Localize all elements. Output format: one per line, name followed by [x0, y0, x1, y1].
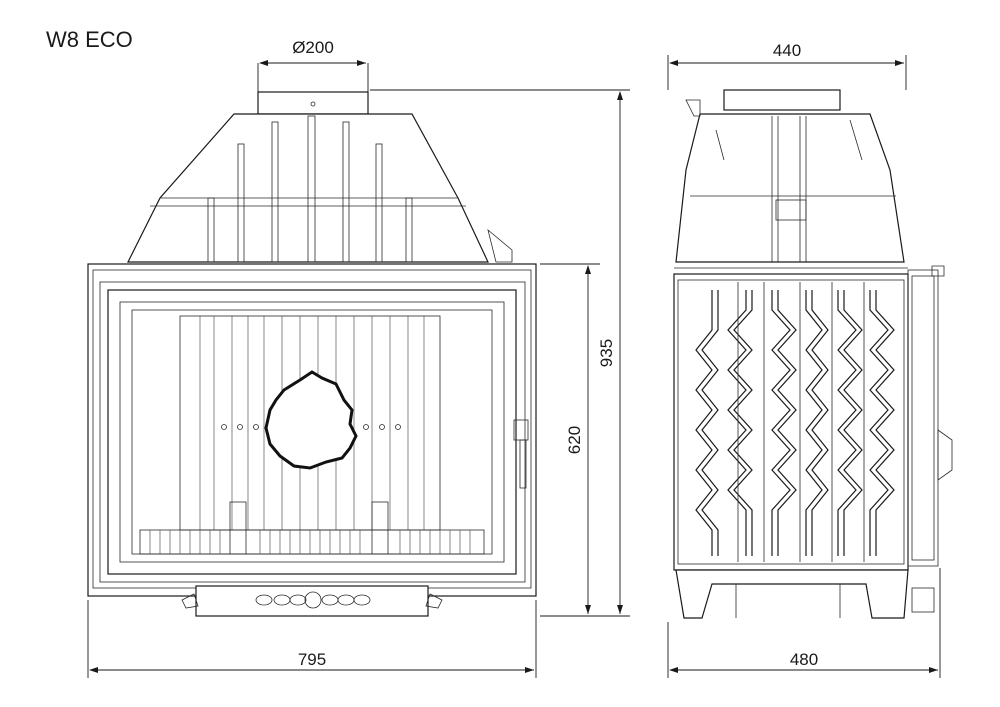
side-flue-collar	[723, 89, 841, 111]
side-base	[675, 569, 909, 619]
dim-height-body: 620	[540, 263, 600, 614]
heat-fins	[695, 290, 895, 556]
grate	[139, 529, 485, 555]
flue-bolt	[310, 101, 316, 107]
side-body	[673, 273, 909, 571]
model-title: W8 ECO	[46, 27, 133, 52]
dim-width: 795	[87, 600, 537, 678]
door-profile	[907, 269, 939, 567]
height-total-label: 935	[597, 339, 616, 367]
air-holes	[221, 424, 401, 430]
hood-ribs	[207, 115, 413, 263]
front-view	[87, 91, 537, 617]
width-label: 795	[298, 650, 326, 669]
side-hood	[675, 113, 905, 263]
baffle-opening	[264, 370, 358, 470]
flue-diameter-label: Ø200	[292, 38, 334, 57]
dim-depth-top: 440	[667, 41, 907, 90]
side-view	[673, 89, 953, 619]
depth-top-label: 440	[773, 41, 801, 60]
dim-flue: Ø200	[257, 38, 369, 92]
dim-height-total: 935	[370, 89, 630, 617]
ash-pan	[195, 585, 429, 617]
flue-collar	[257, 91, 369, 115]
height-body-label: 620	[565, 426, 584, 454]
dim-depth-total: 480	[667, 568, 941, 678]
air-control	[255, 591, 371, 609]
depth-total-label: 480	[790, 650, 818, 669]
